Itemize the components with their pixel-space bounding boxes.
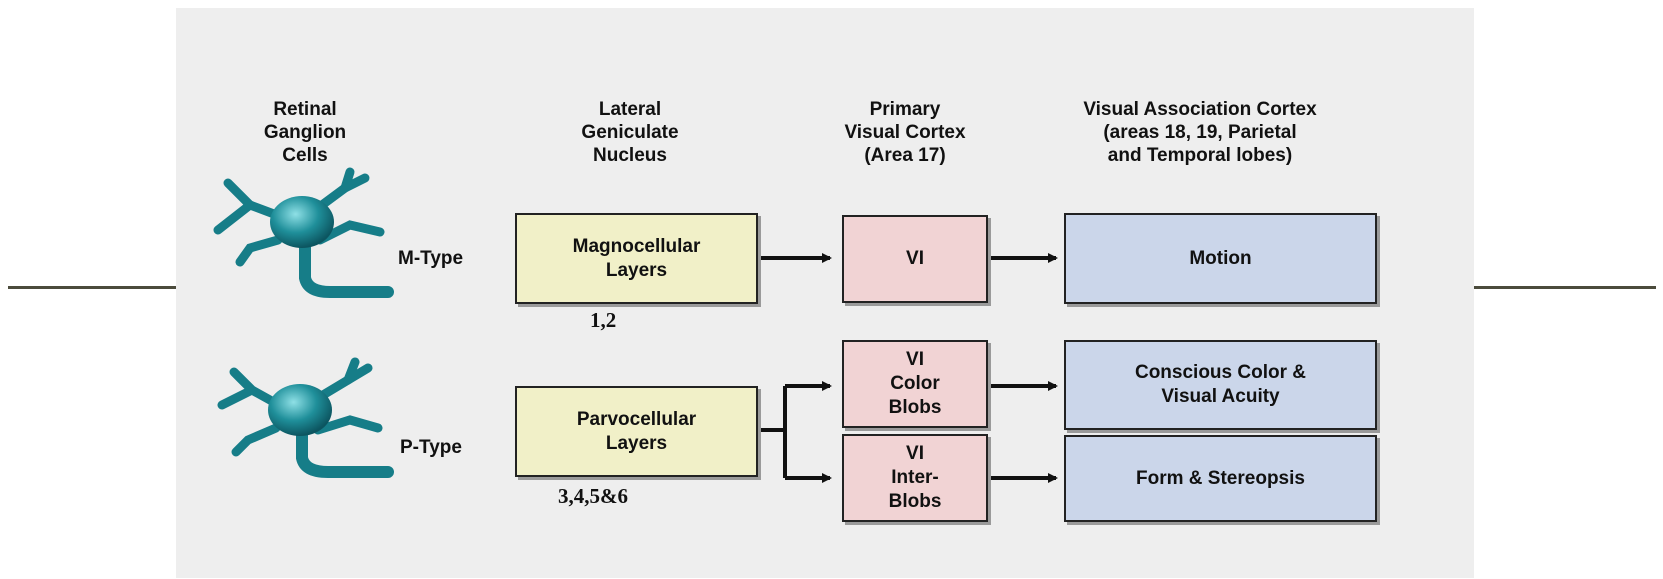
header-primary-visual-cortex: Primary Visual Cortex (Area 17) [844,99,966,166]
p-type-neuron-icon [217,357,394,478]
m-type-label: M-Type [398,248,464,269]
v1-color-blobs-box: VI Color Blobs [842,340,988,428]
motion-box: Motion [1064,213,1377,304]
left-divider-line [8,286,178,289]
header-retinal-ganglion-cells: Retinal Ganglion Cells [263,99,347,166]
v1-interblobs-box: VI Inter- Blobs [842,434,988,522]
m-type-neuron-icon [213,167,394,298]
v1-box: VI [842,215,988,303]
parvocellular-layers-box: Parvocellular Layers [515,386,758,477]
right-divider-line [1474,286,1656,289]
magno-layer-numbers: 1,2 [590,308,617,332]
p-type-label: P-Type [400,437,462,458]
header-visual-association-cortex: Visual Association Cortex (areas 18, 19,… [1083,99,1317,166]
header-lateral-geniculate-nucleus: Lateral Geniculate Nucleus [581,99,679,166]
conscious-color-visual-acuity-box: Conscious Color & Visual Acuity [1064,340,1377,430]
parvo-layer-numbers: 3,4,5&6 [558,484,628,508]
magnocellular-layers-box: Magnocellular Layers [515,213,758,304]
form-stereopsis-box: Form & Stereopsis [1064,435,1377,522]
arrow-parvo-branch [758,386,787,478]
